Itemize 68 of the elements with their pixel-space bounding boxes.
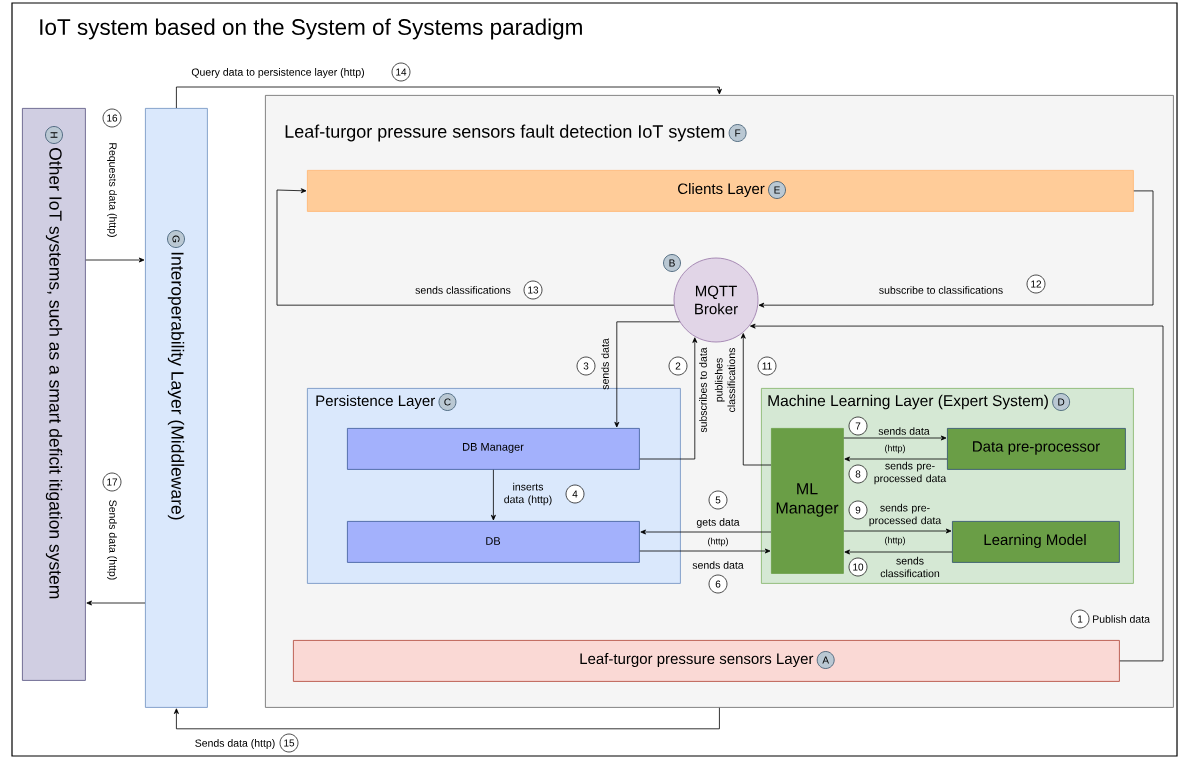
edge-label: sends data	[878, 427, 930, 435]
step-number: 17	[102, 472, 122, 492]
letter-badge: D	[1052, 393, 1070, 411]
step-number: 12	[1026, 274, 1046, 294]
step-number: 2	[668, 356, 688, 376]
step-number: 4	[565, 484, 585, 504]
component-box: Learning Model	[952, 521, 1120, 563]
component-box: DB Manager	[347, 428, 640, 470]
step-number: 10	[848, 557, 868, 577]
edge-label: sends pre-processed data	[874, 461, 947, 485]
step-number: 13	[523, 280, 543, 300]
arrow	[490, 469, 496, 521]
component-box: DB	[347, 521, 640, 563]
step-number: 1	[1070, 609, 1090, 629]
letter-badge: G	[167, 230, 185, 248]
edge-label: publishes classifications	[714, 348, 736, 412]
edge-label: sends data	[601, 338, 609, 390]
diagram-title: IoT system based on the System of Systems paradigm	[40, 18, 582, 40]
edge-label: sends classifications	[415, 286, 511, 294]
arrow	[750, 323, 1164, 662]
letter-badge: B	[663, 254, 681, 272]
protocol-label: (http)	[885, 536, 905, 546]
arrow	[639, 337, 698, 460]
component-box: Data pre-processor	[947, 428, 1126, 470]
arrow	[758, 190, 1154, 308]
step-number: 5	[708, 490, 728, 510]
letter-badge: C	[438, 393, 457, 411]
arrow	[844, 456, 948, 462]
edge-label: inserts data (http)	[504, 482, 552, 506]
step-number: 16	[102, 108, 122, 128]
arrow	[276, 188, 675, 306]
component-box: ML Manager	[771, 428, 844, 574]
letter-badge: E	[768, 181, 786, 199]
arrow	[640, 529, 772, 535]
arrow	[614, 321, 681, 428]
step-number: 3	[576, 356, 596, 376]
arrow	[173, 707, 720, 730]
protocol-label: (http)	[885, 444, 905, 454]
edge-label: gets data	[696, 518, 740, 528]
edge-label: sends data	[692, 561, 744, 569]
edge-label: Sends data (http)	[107, 500, 117, 580]
letter-badge: H	[45, 126, 63, 144]
step-number: 6	[708, 574, 728, 594]
edge-label: Sends data (http)	[195, 739, 275, 749]
edge-label: sends pre-processed data	[869, 503, 942, 527]
edge-label: Query data to persistence layer (http)	[191, 68, 364, 78]
arrow	[843, 435, 947, 441]
edge-label: subscribes to data	[699, 347, 707, 433]
edge-label: sends classification	[880, 556, 940, 578]
step-number: 7	[848, 416, 868, 436]
arrow	[843, 528, 952, 534]
edge-label: subscribe to classifications	[879, 286, 1003, 294]
arrow	[639, 548, 771, 554]
arrow	[740, 333, 772, 466]
arrow	[176, 86, 722, 109]
step-number: 15	[279, 733, 299, 753]
edge-label: Requests data (http)	[107, 143, 117, 237]
step-number: 11	[757, 356, 777, 376]
protocol-label: (http)	[708, 537, 728, 547]
letter-badge: A	[816, 651, 835, 669]
letter-badge: F	[728, 124, 747, 142]
arrow	[86, 600, 146, 606]
step-number: 8	[848, 464, 868, 484]
edge-label: Publish data	[1093, 615, 1150, 623]
step-number: 14	[391, 62, 411, 82]
arrow	[85, 257, 145, 263]
step-number: 9	[848, 500, 868, 520]
arrow	[844, 549, 953, 555]
